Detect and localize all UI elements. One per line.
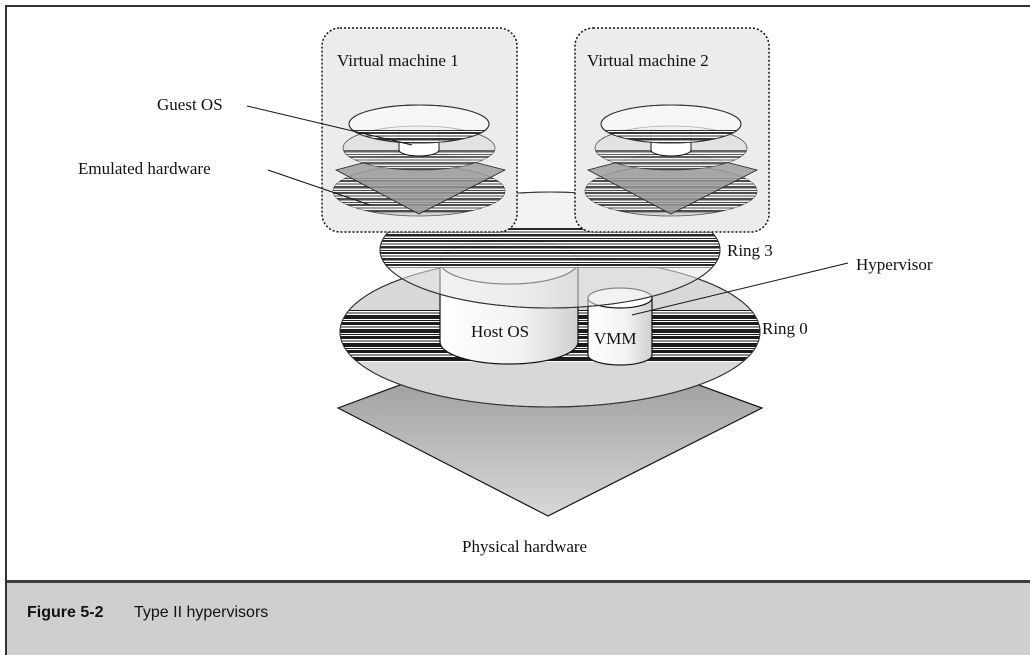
figure-caption-bar: Figure 5-2 Type II hypervisors	[5, 580, 1030, 655]
figure-number: Figure 5-2	[27, 604, 104, 621]
emulated-hardware-leader	[267, 169, 371, 206]
guest-os-label: Guest OS	[157, 95, 223, 114]
hypervisor-label: Hypervisor	[856, 255, 933, 274]
host-os-label: Host OS	[471, 322, 529, 341]
emulated-hardware-label: Emulated hardware	[78, 159, 211, 178]
ring0-label: Ring 0	[762, 319, 808, 338]
ring3-label: Ring 3	[727, 241, 773, 260]
hypervisor-leader	[631, 262, 849, 316]
physical-hardware-label: Physical hardware	[462, 537, 587, 556]
figure-frame	[5, 5, 1030, 655]
type2-hypervisor-diagram: Virtual machine 1 Virtual machine 2 Gues…	[78, 27, 933, 556]
guest-os-leader	[246, 105, 413, 146]
virtual-machine-1	[321, 27, 518, 233]
vm1-label: Virtual machine 1	[337, 51, 459, 70]
figure-title: Type II hypervisors	[134, 604, 269, 621]
vm2-label: Virtual machine 2	[587, 51, 709, 70]
vmm-label: VMM	[594, 329, 637, 348]
virtual-machine-2	[574, 27, 770, 233]
